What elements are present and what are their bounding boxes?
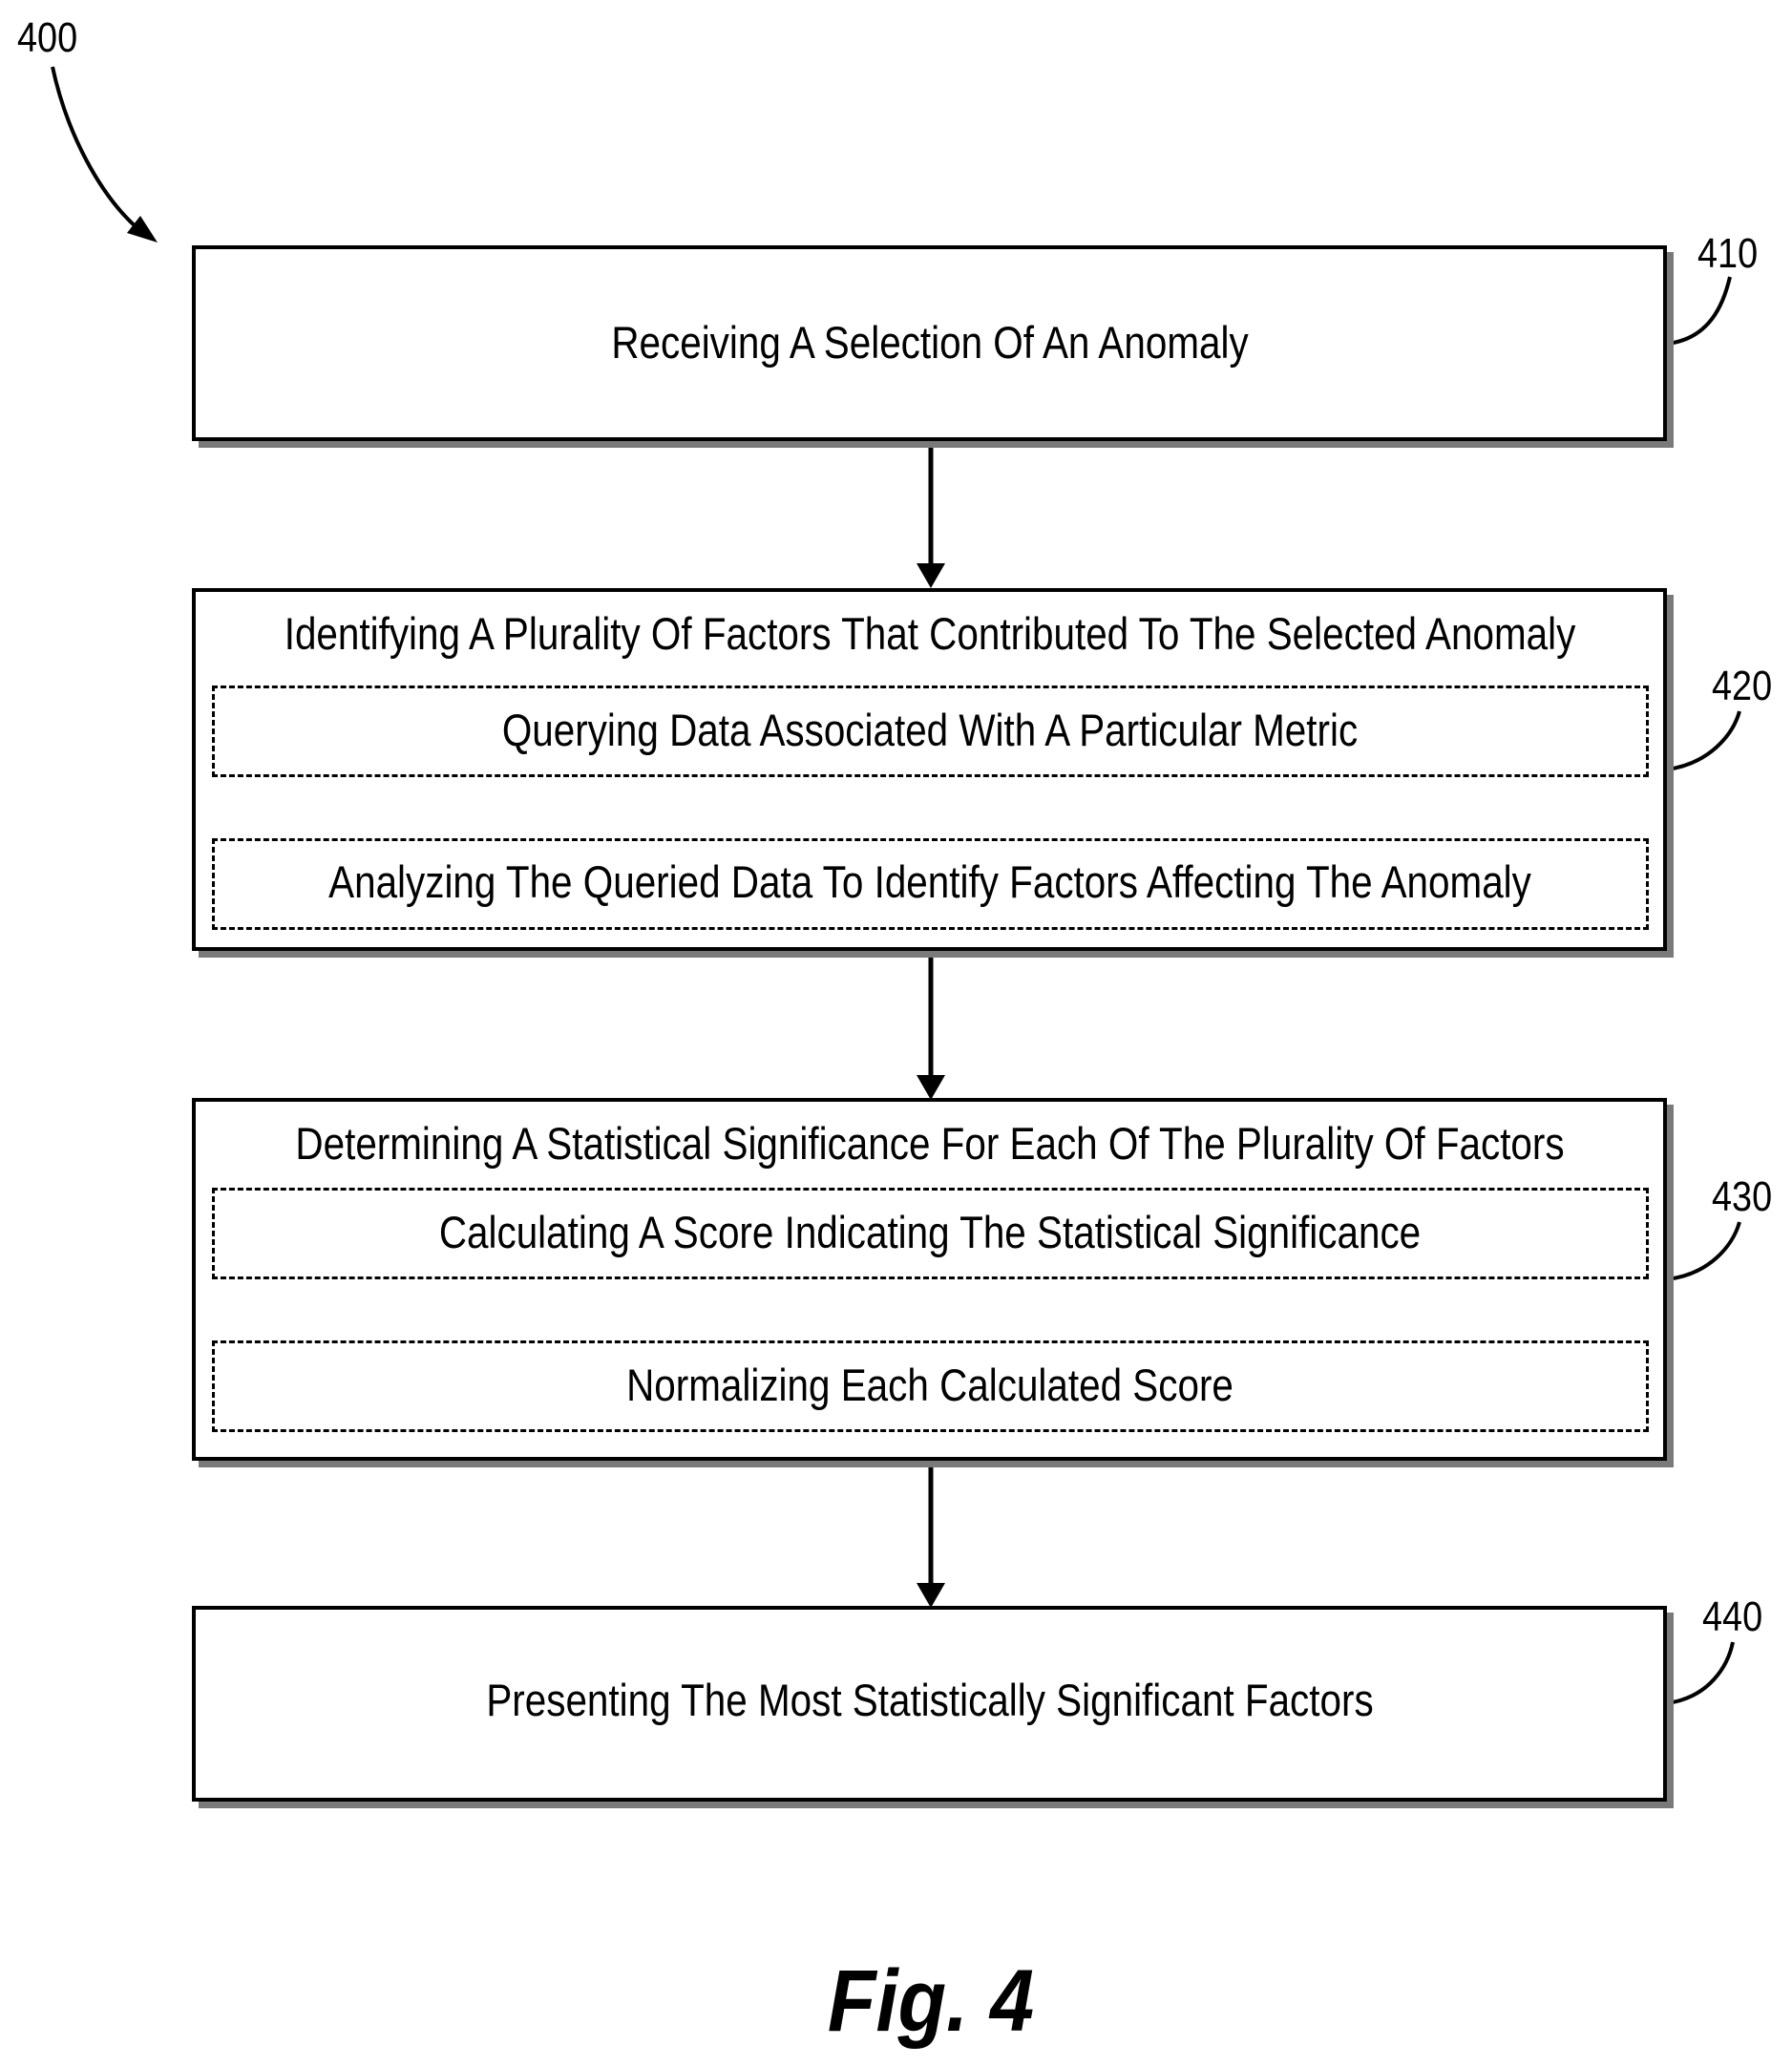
ref-label-440: 440 (1702, 1596, 1762, 1638)
ref-label-420: 420 (1712, 665, 1772, 707)
step-title-440: Presenting The Most Statistically Signif… (486, 1676, 1373, 1725)
ref-label-410: 410 (1697, 233, 1758, 275)
step-title-420: Identifying A Plurality Of Factors That … (285, 609, 1576, 659)
figure-label: Fig. 4 (828, 1957, 1034, 2045)
step-title-410: Receiving A Selection Of An Anomaly (611, 318, 1248, 368)
ref-400-pointer-arrow (53, 67, 138, 229)
leader-line-430 (1667, 1222, 1739, 1279)
ref-label-430: 430 (1712, 1176, 1772, 1218)
leader-line-410 (1667, 277, 1730, 344)
ref-400-arrowhead (127, 216, 158, 243)
substep-text-430-1: Calculating A Score Indicating The Stati… (439, 1208, 1421, 1257)
substep-text-430-2: Normalizing Each Calculated Score (626, 1360, 1233, 1410)
leader-line-420 (1667, 711, 1739, 770)
flow-arrow-410-420 (917, 443, 945, 588)
ref-label-400: 400 (17, 17, 77, 59)
flow-arrow-430-440 (917, 1464, 945, 1608)
flow-arrow-420-430 (917, 955, 945, 1100)
step-title-430: Determining A Statistical Significance F… (295, 1119, 1564, 1169)
leader-line-440 (1667, 1642, 1733, 1703)
substep-text-420-2: Analyzing The Queried Data To Identify F… (328, 857, 1531, 907)
substep-text-420-1: Querying Data Associated With A Particul… (502, 706, 1358, 755)
